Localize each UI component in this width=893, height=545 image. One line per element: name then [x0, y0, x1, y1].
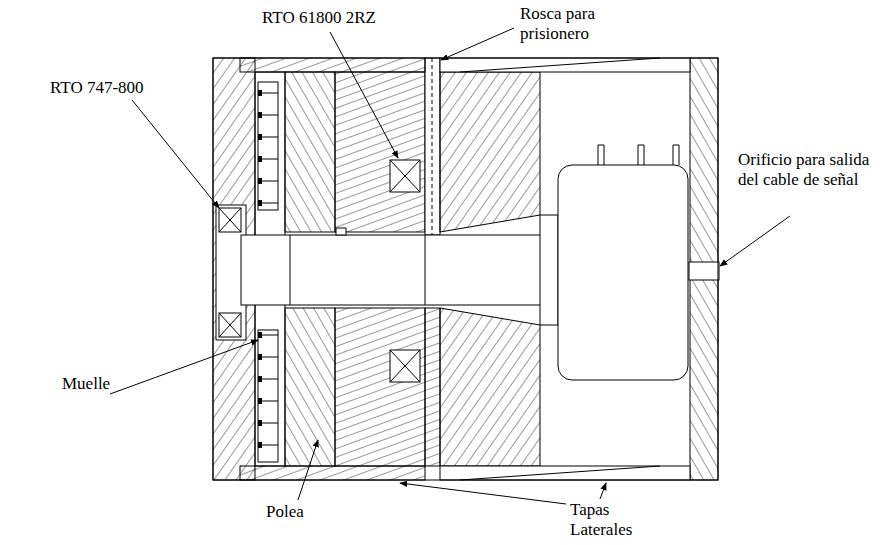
- shaft: [241, 235, 560, 305]
- middle-housing: [335, 72, 425, 232]
- set-screw-hole: [425, 58, 440, 235]
- part-label: RTO 61800 2RZ: [262, 8, 422, 28]
- motor-pins: [598, 145, 679, 165]
- part-label: Muelle: [62, 374, 152, 394]
- shaft-step: [290, 235, 291, 305]
- cover-edge: [460, 58, 660, 72]
- part-label: Rosca para prisionero: [520, 4, 630, 44]
- leader-line: [600, 483, 606, 499]
- leader-line: [132, 100, 219, 208]
- side-cover: [440, 58, 690, 72]
- part-label: RTO 747-800: [50, 78, 180, 98]
- shaft-step: [425, 235, 426, 305]
- side-cover: [240, 466, 425, 480]
- part-label: Polea: [266, 502, 346, 522]
- leader-line: [110, 340, 258, 394]
- motor-mount: [440, 308, 540, 466]
- shaft-key: [336, 228, 346, 235]
- cover-edge: [460, 466, 660, 480]
- part-label: Orificio para salida del cable de señal: [738, 150, 870, 190]
- part-label: Tapas Laterales: [570, 500, 660, 540]
- spring-coils: [258, 330, 278, 462]
- pulley-section: [285, 308, 335, 466]
- pulley-section: [285, 72, 335, 232]
- spring-coils: [258, 82, 278, 210]
- middle-housing: [335, 308, 425, 466]
- thread-line: [432, 58, 433, 235]
- leader-line: [720, 216, 790, 266]
- leader-line: [400, 483, 566, 504]
- leader-line: [330, 32, 398, 158]
- motor-body: [558, 165, 688, 380]
- right-cover: [690, 58, 718, 480]
- small-bearing: [219, 208, 241, 337]
- side-cover: [240, 58, 425, 72]
- housing-outline: [213, 58, 718, 480]
- motor-mount: [440, 72, 540, 232]
- side-cover: [440, 466, 690, 480]
- leader-line: [298, 440, 318, 500]
- cable-hole: [689, 262, 719, 280]
- motor-flange: [540, 215, 558, 325]
- leader-line: [441, 28, 514, 60]
- middle-housing: [425, 308, 440, 466]
